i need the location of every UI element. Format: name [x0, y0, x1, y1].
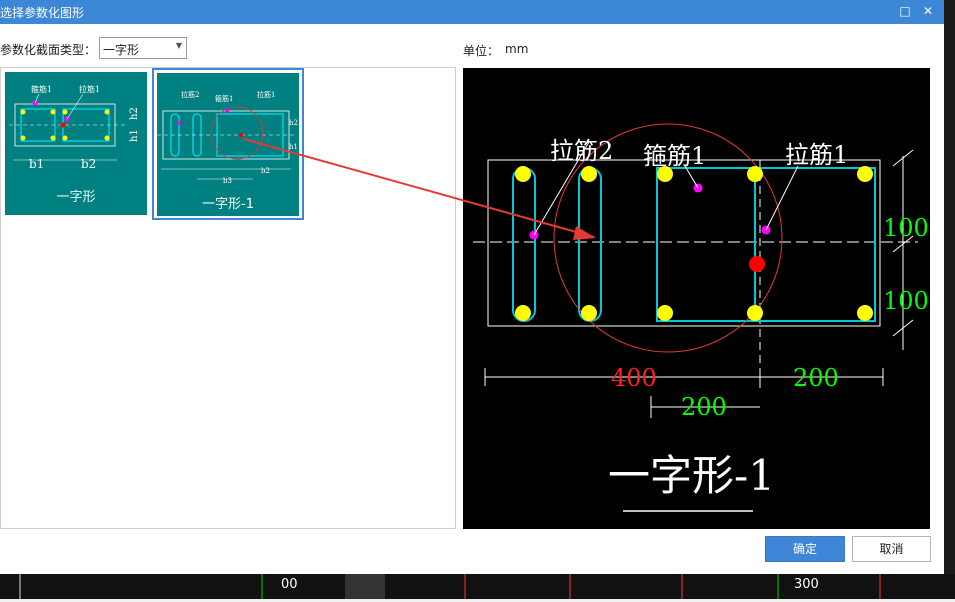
thumb1-label-tie: 拉筋1	[79, 84, 100, 94]
preview-dim-b1: 400	[611, 364, 657, 392]
background-number-left: 00	[281, 577, 298, 592]
thumb2-label-b3: b3	[223, 177, 232, 185]
preview-label-tie2: 拉筋2	[550, 137, 613, 165]
thumbnail-yizixing-1-inner: 拉筋2 箍筋1 拉筋1 b3 b2 h2 h1 一字形-1	[157, 73, 299, 216]
close-button[interactable]: ✕	[922, 4, 934, 18]
thumbnail-yizixing[interactable]: 箍筋1 拉筋1 b1 b2 h1 h2 一字形	[5, 72, 147, 215]
unit-value: mm	[505, 42, 529, 56]
section-type-select[interactable]: 一字形 ▼	[99, 37, 187, 59]
cancel-button[interactable]: 取消	[852, 536, 931, 562]
cad-lines	[19, 574, 881, 599]
thumb2-label-h1: h1	[289, 143, 298, 151]
thumb2-label-h2: h2	[289, 119, 298, 127]
chevron-down-icon: ▼	[175, 41, 182, 50]
thumbnail-panel: 箍筋1 拉筋1 b1 b2 h1 h2 一字形	[0, 67, 456, 529]
thumb1-label-b1: b1	[29, 157, 44, 171]
preview-drawing: 拉筋2 箍筋1 拉筋1 100 100 400 200 200 一字形-1	[473, 123, 929, 512]
thumb2-label-tie2: 拉筋2	[181, 90, 199, 99]
background-cad-canvas: 00 300	[0, 574, 955, 599]
preview-dim-b2: 200	[793, 364, 839, 392]
thumb1-label-b2: b2	[81, 157, 96, 171]
preview-dim-h1: 100	[883, 287, 929, 315]
section-type-value: 一字形	[103, 43, 140, 57]
thumb1-label-h2: h2	[129, 107, 140, 120]
thumb2-label-stirrup: 箍筋1	[215, 94, 233, 103]
preview-dim-b3: 200	[681, 393, 727, 421]
thumb1-caption: 一字形	[56, 190, 96, 205]
preview-dim-h2: 100	[883, 214, 929, 242]
thumb1-label-stirrup: 箍筋1	[31, 84, 52, 94]
unit-label: 单位：	[463, 44, 500, 58]
thumbnail-yizixing-1[interactable]: 拉筋2 箍筋1 拉筋1 b3 b2 h2 h1 一字形-1	[152, 68, 304, 220]
section-type-label: 参数化截面类型：	[0, 43, 97, 57]
window-title: 选择参数化图形	[0, 6, 85, 20]
maximize-button[interactable]: □	[899, 4, 911, 18]
dialog-body: 参数化截面类型： 一字形 ▼ 单位： mm 箍筋1	[0, 24, 944, 574]
ok-button[interactable]: 确定	[765, 536, 845, 562]
preview-caption: 一字形-1	[608, 451, 775, 500]
thumb1-label-h1: h1	[129, 129, 140, 142]
title-bar: 选择参数化图形 □ ✕	[0, 0, 944, 24]
preview-label-stirrup1: 箍筋1	[643, 142, 706, 170]
thumb2-caption: 一字形-1	[202, 197, 254, 212]
preview-canvas: 拉筋2 箍筋1 拉筋1 100 100 400 200 200 一字形-1	[463, 68, 930, 529]
background-cad-strip	[944, 0, 955, 599]
thumbnail-drawing: 箍筋1 拉筋1 b1 b2 h1 h2	[9, 84, 140, 171]
background-number-right: 300	[794, 577, 819, 592]
preview-label-tie1: 拉筋1	[785, 141, 848, 169]
thumb2-label-tie1: 拉筋1	[257, 90, 275, 99]
thumb2-label-b2: b2	[261, 167, 270, 175]
